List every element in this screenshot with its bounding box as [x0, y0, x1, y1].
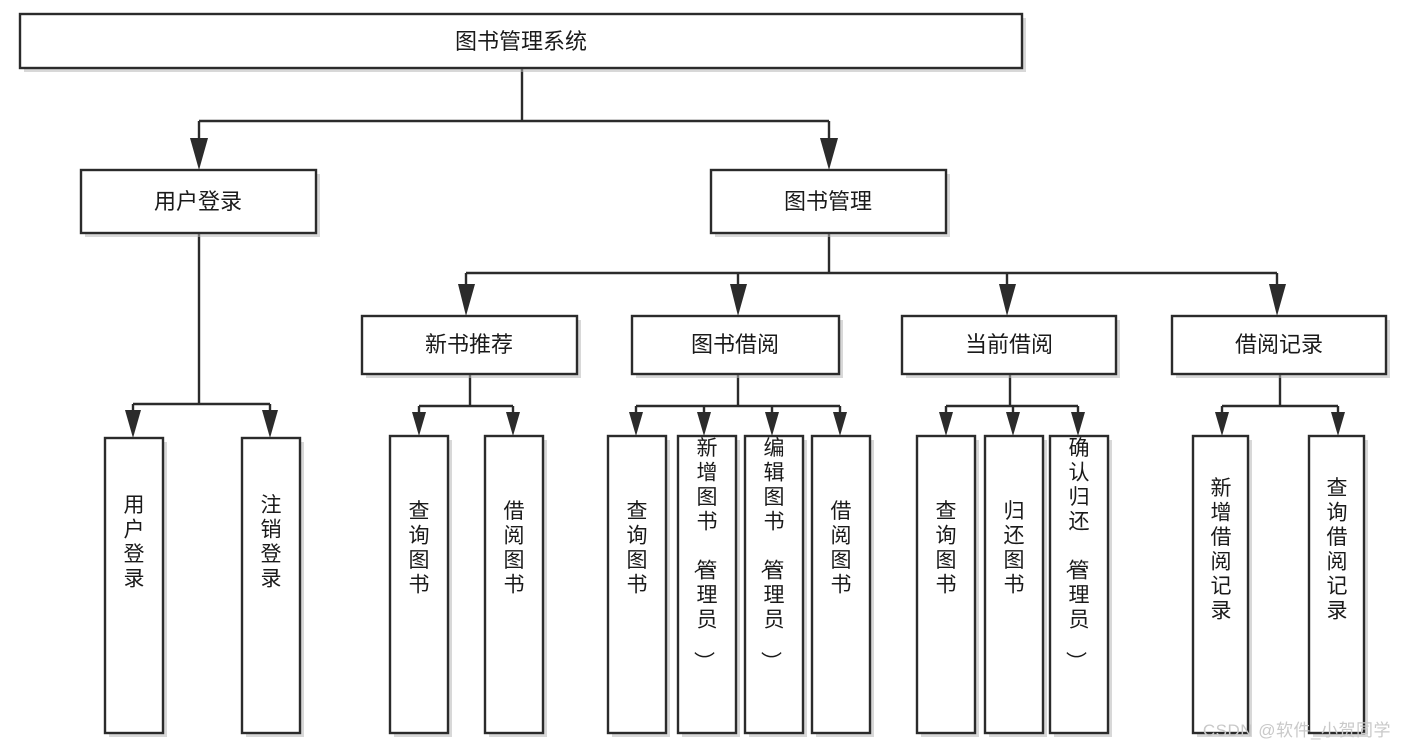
leaf-query-book-2[interactable]: 查询图书 — [606, 434, 670, 737]
leaf-query-borrow-record[interactable]: 查询借阅记录 — [1307, 434, 1368, 737]
node-current-borrow-box[interactable] — [900, 314, 1118, 376]
arrow-to-leaf-add-borrow-record — [1215, 412, 1229, 436]
leaf-confirm-return-box[interactable] — [1048, 434, 1110, 735]
node-user-login-label: 用户登录 — [154, 189, 242, 214]
leaf-query-book-3-label: 查询图书 — [936, 500, 957, 597]
leaf-add-borrow-record[interactable]: 新增借阅记录 — [1191, 434, 1252, 737]
node-current-borrow[interactable]: 当前借阅 — [900, 314, 1120, 378]
connector-layer — [125, 68, 1345, 438]
leaf-add-book-label: 新增图书（管理员） — [692, 437, 718, 672]
leaf-borrow-book-2-box[interactable] — [810, 434, 872, 735]
arrow-to-leaf-logout-login — [262, 410, 278, 438]
arrow-to-leaf-confirm-return — [1071, 412, 1085, 436]
leaf-logout-login-box[interactable] — [240, 436, 302, 735]
node-current-borrow-label: 当前借阅 — [965, 332, 1053, 357]
leaf-query-book-2-label: 查询图书 — [627, 500, 648, 597]
arrow-to-leaf-borrow-book-1 — [506, 412, 520, 436]
arrow-to-leaf-query-book-2 — [629, 412, 643, 436]
arrow-to-leaf-query-book-1 — [412, 412, 426, 436]
leaf-user-login-box[interactable] — [103, 436, 165, 735]
leaf-add-borrow-record-label: 新增借阅记录 — [1211, 477, 1232, 623]
leaf-logout-login-label: 注销登录 — [261, 494, 282, 591]
leaf-user-login[interactable]: 用户登录 — [103, 436, 167, 737]
arrow-to-leaf-add-book — [697, 412, 711, 436]
leaf-edit-book[interactable]: 编辑图书（管理员） — [743, 434, 807, 737]
arrow-to-leaf-edit-book — [765, 412, 779, 436]
leaf-query-book-2-box[interactable] — [606, 434, 668, 735]
leaf-query-book-1-label: 查询图书 — [409, 500, 430, 597]
leaf-confirm-return-label: 确认归还（管理员） — [1064, 437, 1090, 672]
leaf-borrow-book-1-box[interactable] — [483, 434, 545, 735]
arrow-to-leaf-user-login — [125, 410, 141, 438]
csdn-watermark: CSDN @软件_小贺同学 — [1202, 721, 1391, 740]
arrow-to-book-management — [820, 138, 838, 170]
node-new-book-recommend-box[interactable] — [360, 314, 579, 376]
node-book-borrow-label: 图书借阅 — [691, 332, 779, 357]
node-book-management-box[interactable] — [709, 168, 948, 235]
arrow-to-leaf-query-book-3 — [939, 412, 953, 436]
node-root-box[interactable] — [18, 12, 1024, 70]
leaf-add-book-box[interactable] — [676, 434, 738, 735]
node-book-borrow-box[interactable] — [630, 314, 841, 376]
arrow-to-current-borrow — [999, 284, 1016, 316]
node-new-book-recommend-label: 新书推荐 — [425, 332, 513, 357]
node-book-management[interactable]: 图书管理 — [709, 168, 950, 237]
node-borrow-record[interactable]: 借阅记录 — [1170, 314, 1390, 378]
node-borrow-record-box[interactable] — [1170, 314, 1388, 376]
node-root-label: 图书管理系统 — [455, 29, 587, 54]
leaf-borrow-book-1[interactable]: 借阅图书 — [483, 434, 547, 737]
arrow-to-leaf-query-borrow-record — [1331, 412, 1345, 436]
leaf-return-book-box[interactable] — [983, 434, 1045, 735]
leaf-edit-book-label: 编辑图书（管理员） — [759, 437, 785, 672]
arrow-to-borrow-record — [1269, 284, 1286, 316]
arrow-to-leaf-borrow-book-2 — [833, 412, 847, 436]
leaf-confirm-return[interactable]: 确认归还（管理员） — [1048, 434, 1112, 737]
leaf-query-book-1[interactable]: 查询图书 — [388, 434, 452, 737]
leaf-edit-book-box[interactable] — [743, 434, 805, 735]
node-book-management-label: 图书管理 — [784, 189, 872, 214]
leaf-borrow-book-2[interactable]: 借阅图书 — [810, 434, 874, 737]
arrow-to-book-borrow — [730, 284, 747, 316]
node-book-borrow[interactable]: 图书借阅 — [630, 314, 843, 378]
leaf-query-borrow-record-box[interactable] — [1307, 434, 1366, 735]
leaf-add-book[interactable]: 新增图书（管理员） — [676, 434, 740, 737]
leaf-borrow-book-2-label: 借阅图书 — [831, 500, 852, 597]
leaf-query-book-3-box[interactable] — [915, 434, 977, 735]
leaf-query-book-3[interactable]: 查询图书 — [915, 434, 979, 737]
arrow-to-leaf-return-book — [1006, 412, 1020, 436]
arrow-to-new-book-recommend — [458, 284, 475, 316]
leaf-borrow-book-1-label: 借阅图书 — [504, 500, 525, 597]
leaf-query-borrow-record-label: 查询借阅记录 — [1327, 477, 1348, 623]
node-new-book-recommend[interactable]: 新书推荐 — [360, 314, 581, 378]
node-user-login-box[interactable] — [79, 168, 318, 235]
arrow-to-user-login — [190, 138, 208, 170]
leaf-logout-login[interactable]: 注销登录 — [240, 436, 304, 737]
node-user-login[interactable]: 用户登录 — [79, 168, 320, 237]
node-root[interactable]: 图书管理系统 — [18, 12, 1026, 72]
leaf-query-book-1-box[interactable] — [388, 434, 450, 735]
leaf-return-book-label: 归还图书 — [1004, 500, 1025, 597]
leaf-add-borrow-record-box[interactable] — [1191, 434, 1250, 735]
node-borrow-record-label: 借阅记录 — [1235, 332, 1323, 357]
leaf-return-book[interactable]: 归还图书 — [983, 434, 1047, 737]
leaf-user-login-label: 用户登录 — [124, 494, 145, 591]
